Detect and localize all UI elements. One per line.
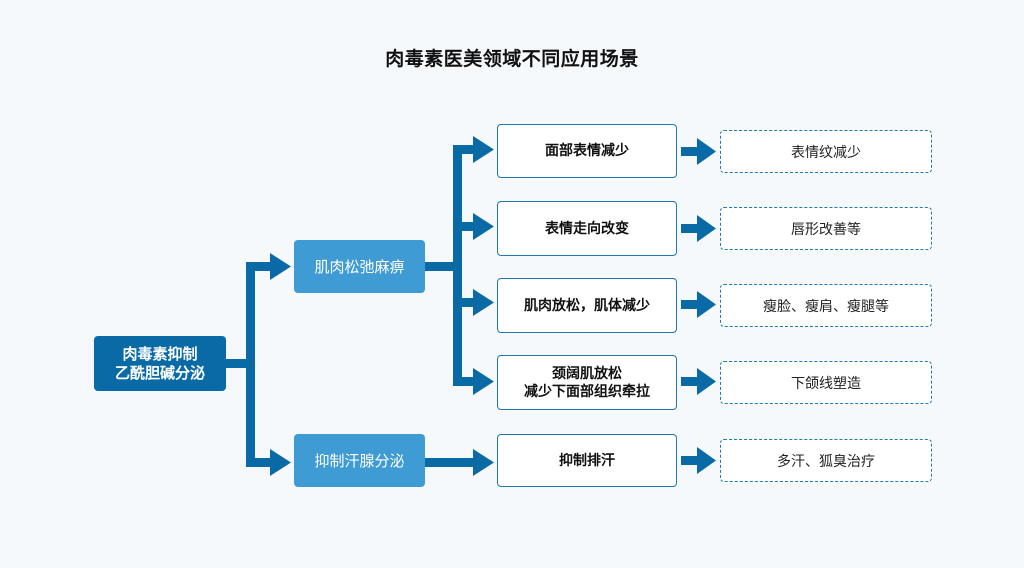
- effect-line-1: 颈阔肌放松: [552, 365, 622, 382]
- scene-label: 瘦脸、瘦肩、瘦腿等: [763, 298, 889, 315]
- root-node: 肉毒素抑制 乙酰胆碱分泌: [94, 336, 226, 391]
- root-line-2: 乙酰胆碱分泌: [114, 363, 205, 382]
- effect-line-1: 表情走向改变: [545, 220, 629, 237]
- page-title: 肉毒素医美领域不同应用场景: [385, 48, 639, 70]
- branch-label: 抑制汗腺分泌: [314, 452, 405, 470]
- scene-label: 表情纹减少: [791, 144, 861, 161]
- scene-node: 瘦脸、瘦肩、瘦腿等: [720, 284, 932, 327]
- scene-label: 下颌线塑造: [791, 375, 861, 392]
- effect-line-1: 抑制排汗: [559, 452, 615, 469]
- effect-node: 表情走向改变: [497, 201, 677, 256]
- scene-label: 多汗、狐臭治疗: [777, 453, 875, 470]
- scene-node: 唇形改善等: [720, 207, 932, 250]
- scene-node: 多汗、狐臭治疗: [720, 439, 932, 482]
- effect-line-2: 减少下面部组织牵拉: [524, 383, 650, 400]
- effect-line-1: 肌肉放松，肌体减少: [524, 297, 650, 314]
- effect-line-1: 面部表情减少: [545, 143, 629, 159]
- effect-node: 颈阔肌放松 减少下面部组织牵拉: [497, 355, 677, 410]
- effect-node: 抑制排汗: [497, 434, 677, 487]
- effect-node: 面部表情减少: [497, 124, 677, 178]
- branch-muscle-relaxation: 肌肉松弛麻痹: [294, 240, 425, 293]
- root-line-1: 肉毒素抑制: [122, 344, 198, 363]
- branch-label: 肌肉松弛麻痹: [314, 258, 405, 276]
- scene-node: 下颌线塑造: [720, 361, 932, 404]
- effect-node: 肌肉放松，肌体减少: [497, 278, 677, 333]
- branch-sweat-inhibition: 抑制汗腺分泌: [294, 434, 425, 487]
- scene-node: 表情纹减少: [720, 130, 932, 173]
- scene-label: 唇形改善等: [791, 221, 861, 238]
